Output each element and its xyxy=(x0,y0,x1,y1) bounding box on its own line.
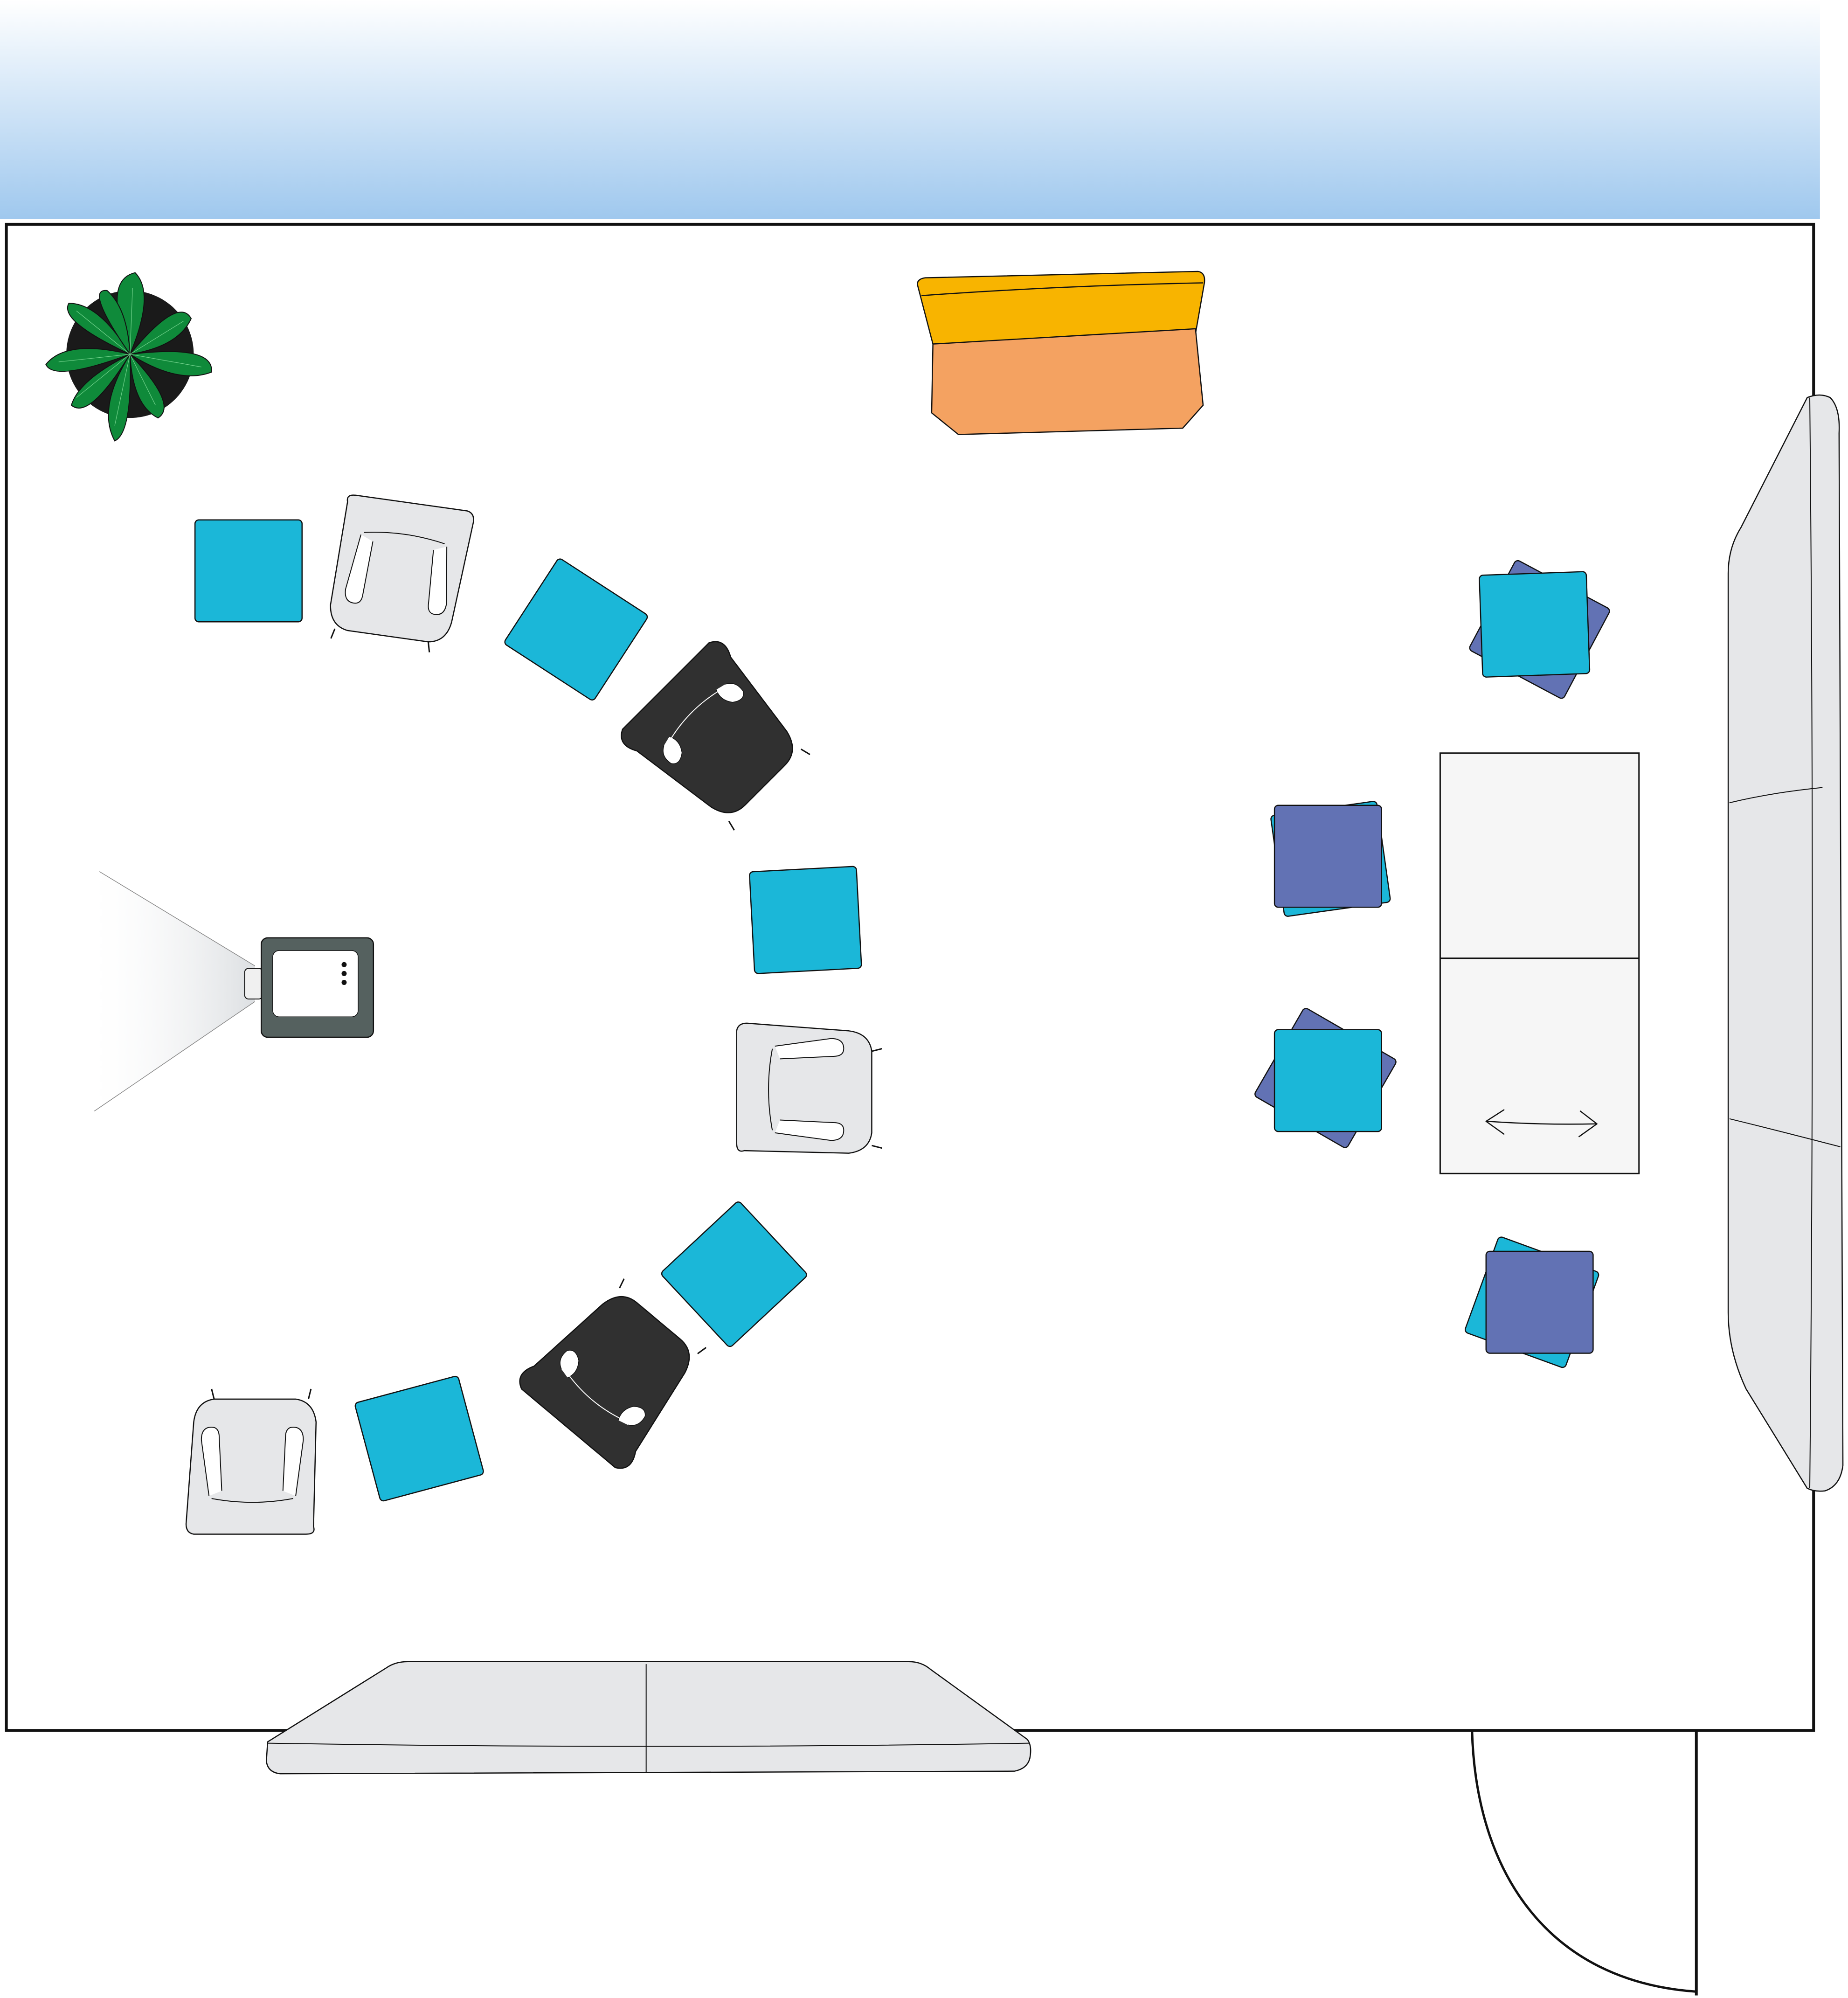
window-strip xyxy=(0,0,1820,219)
whiteboard-bottom[interactable] xyxy=(266,1662,1031,1774)
door[interactable] xyxy=(1472,1730,1696,1995)
stool-stack-upper-left[interactable] xyxy=(1270,801,1391,916)
table[interactable] xyxy=(1440,753,1639,1174)
whiteboard-right[interactable] xyxy=(1728,395,1843,1491)
double-arrow-icon xyxy=(1486,1110,1597,1137)
chair-light[interactable] xyxy=(737,1023,882,1153)
potted-plant-icon xyxy=(46,273,211,441)
door-swing-icon xyxy=(1472,1730,1696,1991)
projector-icon[interactable] xyxy=(94,872,374,1111)
sofa-icon[interactable] xyxy=(917,271,1204,435)
stool-cyan[interactable] xyxy=(749,866,862,973)
stool-cyan[interactable] xyxy=(195,520,302,622)
chair-light[interactable] xyxy=(186,1389,316,1534)
